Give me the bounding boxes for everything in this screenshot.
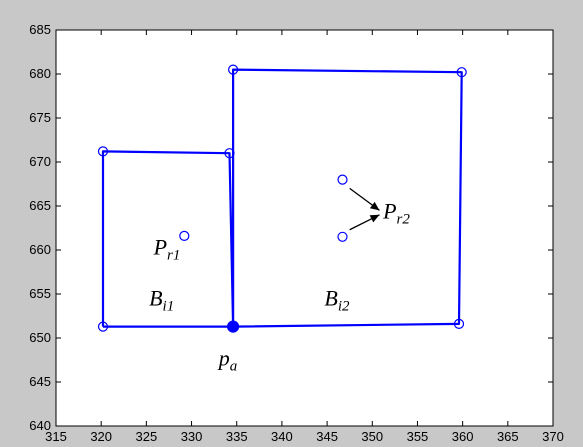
x-tick-label-365: 365 <box>497 429 519 444</box>
marker-layer <box>97 64 467 333</box>
open-marker-5 <box>456 67 467 78</box>
open-marker-6 <box>453 318 465 329</box>
series-line-1 <box>101 150 235 328</box>
x-tick-label-325: 325 <box>136 429 158 444</box>
annotation-subscript: i1 <box>163 298 175 314</box>
open-marker-7 <box>179 230 190 241</box>
arrow-head <box>369 214 380 223</box>
x-tick-label-335: 335 <box>226 429 248 444</box>
annotation-base: P <box>153 234 167 259</box>
x-tick-label-345: 345 <box>316 429 338 444</box>
annotation-base: P <box>382 198 396 223</box>
x-tick-label-315: 315 <box>45 429 67 444</box>
annotation-subscript: i2 <box>338 298 350 314</box>
annotation-base: p <box>217 345 230 370</box>
x-tick-label-320: 320 <box>90 429 112 444</box>
annotation-subscript: r1 <box>167 247 180 263</box>
annotation-subscript: a <box>230 358 238 374</box>
plot-area <box>56 30 553 426</box>
x-tick-label-330: 330 <box>181 429 203 444</box>
open-marker-3 <box>97 321 109 332</box>
open-marker-4 <box>228 64 239 75</box>
arrow-head <box>369 201 380 211</box>
arrow-1 <box>349 187 380 211</box>
annotation-p-a: pa <box>217 345 238 374</box>
y-tick-label-685: 685 <box>29 22 51 37</box>
annotation-base: B <box>149 285 162 310</box>
y-tick-label-680: 680 <box>29 66 51 81</box>
annotation-base: B <box>324 285 337 310</box>
y-tick-label-660: 660 <box>29 242 51 257</box>
filled-marker-10 <box>227 320 240 333</box>
annotation-B-i2: Bi2 <box>324 285 350 314</box>
y-tick-label-665: 665 <box>29 198 51 213</box>
y-tick-label-655: 655 <box>29 286 51 301</box>
annotation-B-i1: Bi1 <box>149 285 174 314</box>
arrow-2 <box>349 214 380 231</box>
annotation-P-r1: Pr1 <box>153 234 181 263</box>
x-tick-label-340: 340 <box>271 429 293 444</box>
annotation-subscript: r2 <box>397 211 411 227</box>
open-marker-8 <box>337 174 348 185</box>
plot-frame <box>55 29 554 427</box>
arrow-layer <box>349 187 380 231</box>
x-tick-label-370: 370 <box>542 429 564 444</box>
open-marker-2 <box>224 148 235 159</box>
y-tick-label-675: 675 <box>29 110 51 125</box>
open-marker-9 <box>337 231 348 242</box>
x-tick-label-355: 355 <box>407 429 429 444</box>
y-tick-label-640: 640 <box>29 418 51 433</box>
x-tick-label-360: 360 <box>452 429 474 444</box>
annotation-P-r2: Pr2 <box>382 198 410 227</box>
open-marker-1 <box>97 146 109 157</box>
tick-layer: 315 320 325 330 335 340 345 350 355 360 365 370 640 6… <box>29 22 564 444</box>
y-tick-label-670: 670 <box>29 154 51 169</box>
y-tick-label-645: 645 <box>29 374 51 389</box>
x-tick-label-350: 350 <box>361 429 383 444</box>
y-tick-label-650: 650 <box>29 330 51 345</box>
